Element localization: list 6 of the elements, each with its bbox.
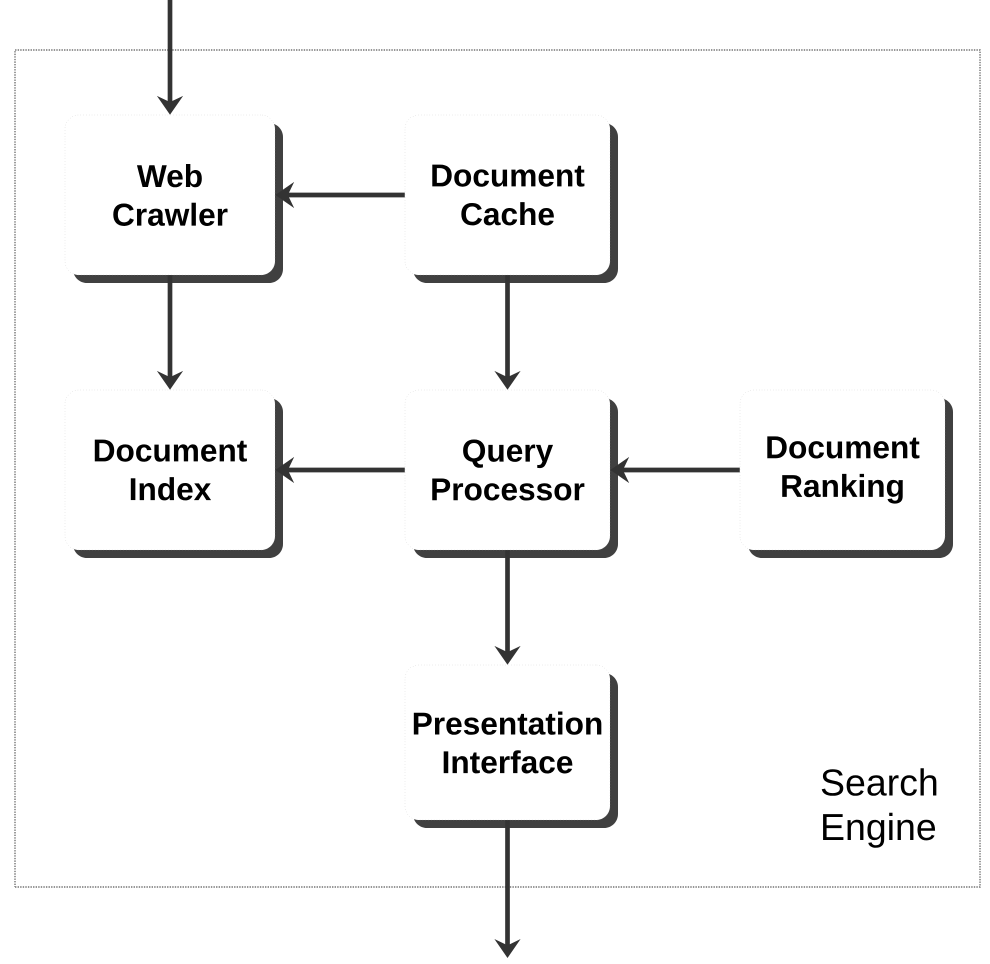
process-box: Web Crawler	[64, 114, 283, 283]
process-box: Query Processor	[404, 390, 618, 558]
process-box: Document Index	[64, 390, 283, 558]
process-box: Document Ranking	[740, 390, 953, 558]
process-box: Presentation Interface	[404, 664, 618, 828]
process-box: Document Cache	[404, 114, 618, 283]
